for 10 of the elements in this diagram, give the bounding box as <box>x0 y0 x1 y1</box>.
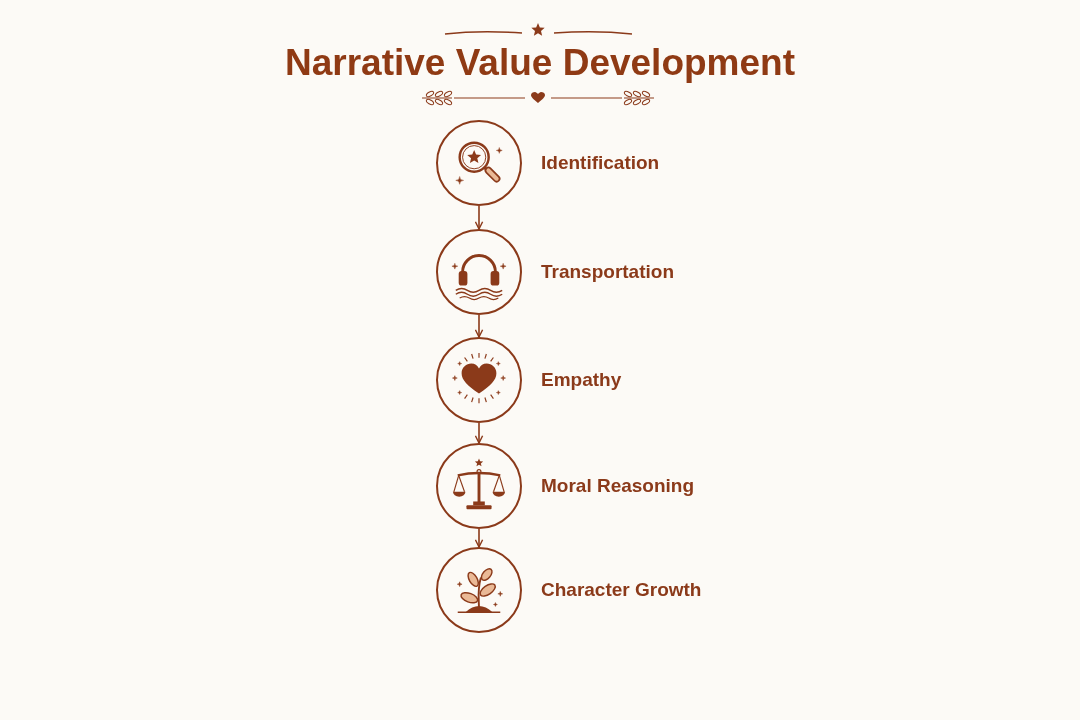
title: Narrative Value Development <box>285 44 795 81</box>
arrow <box>474 422 484 444</box>
arrow <box>474 314 484 338</box>
step-label: Identification <box>541 151 660 175</box>
step-label: Transportation <box>541 260 674 284</box>
arrow <box>474 205 484 230</box>
step-label: Character Growth <box>541 578 702 602</box>
arrow <box>474 528 484 548</box>
step-label: Moral Reasoning <box>541 474 695 498</box>
step-label: Empathy <box>541 368 622 392</box>
